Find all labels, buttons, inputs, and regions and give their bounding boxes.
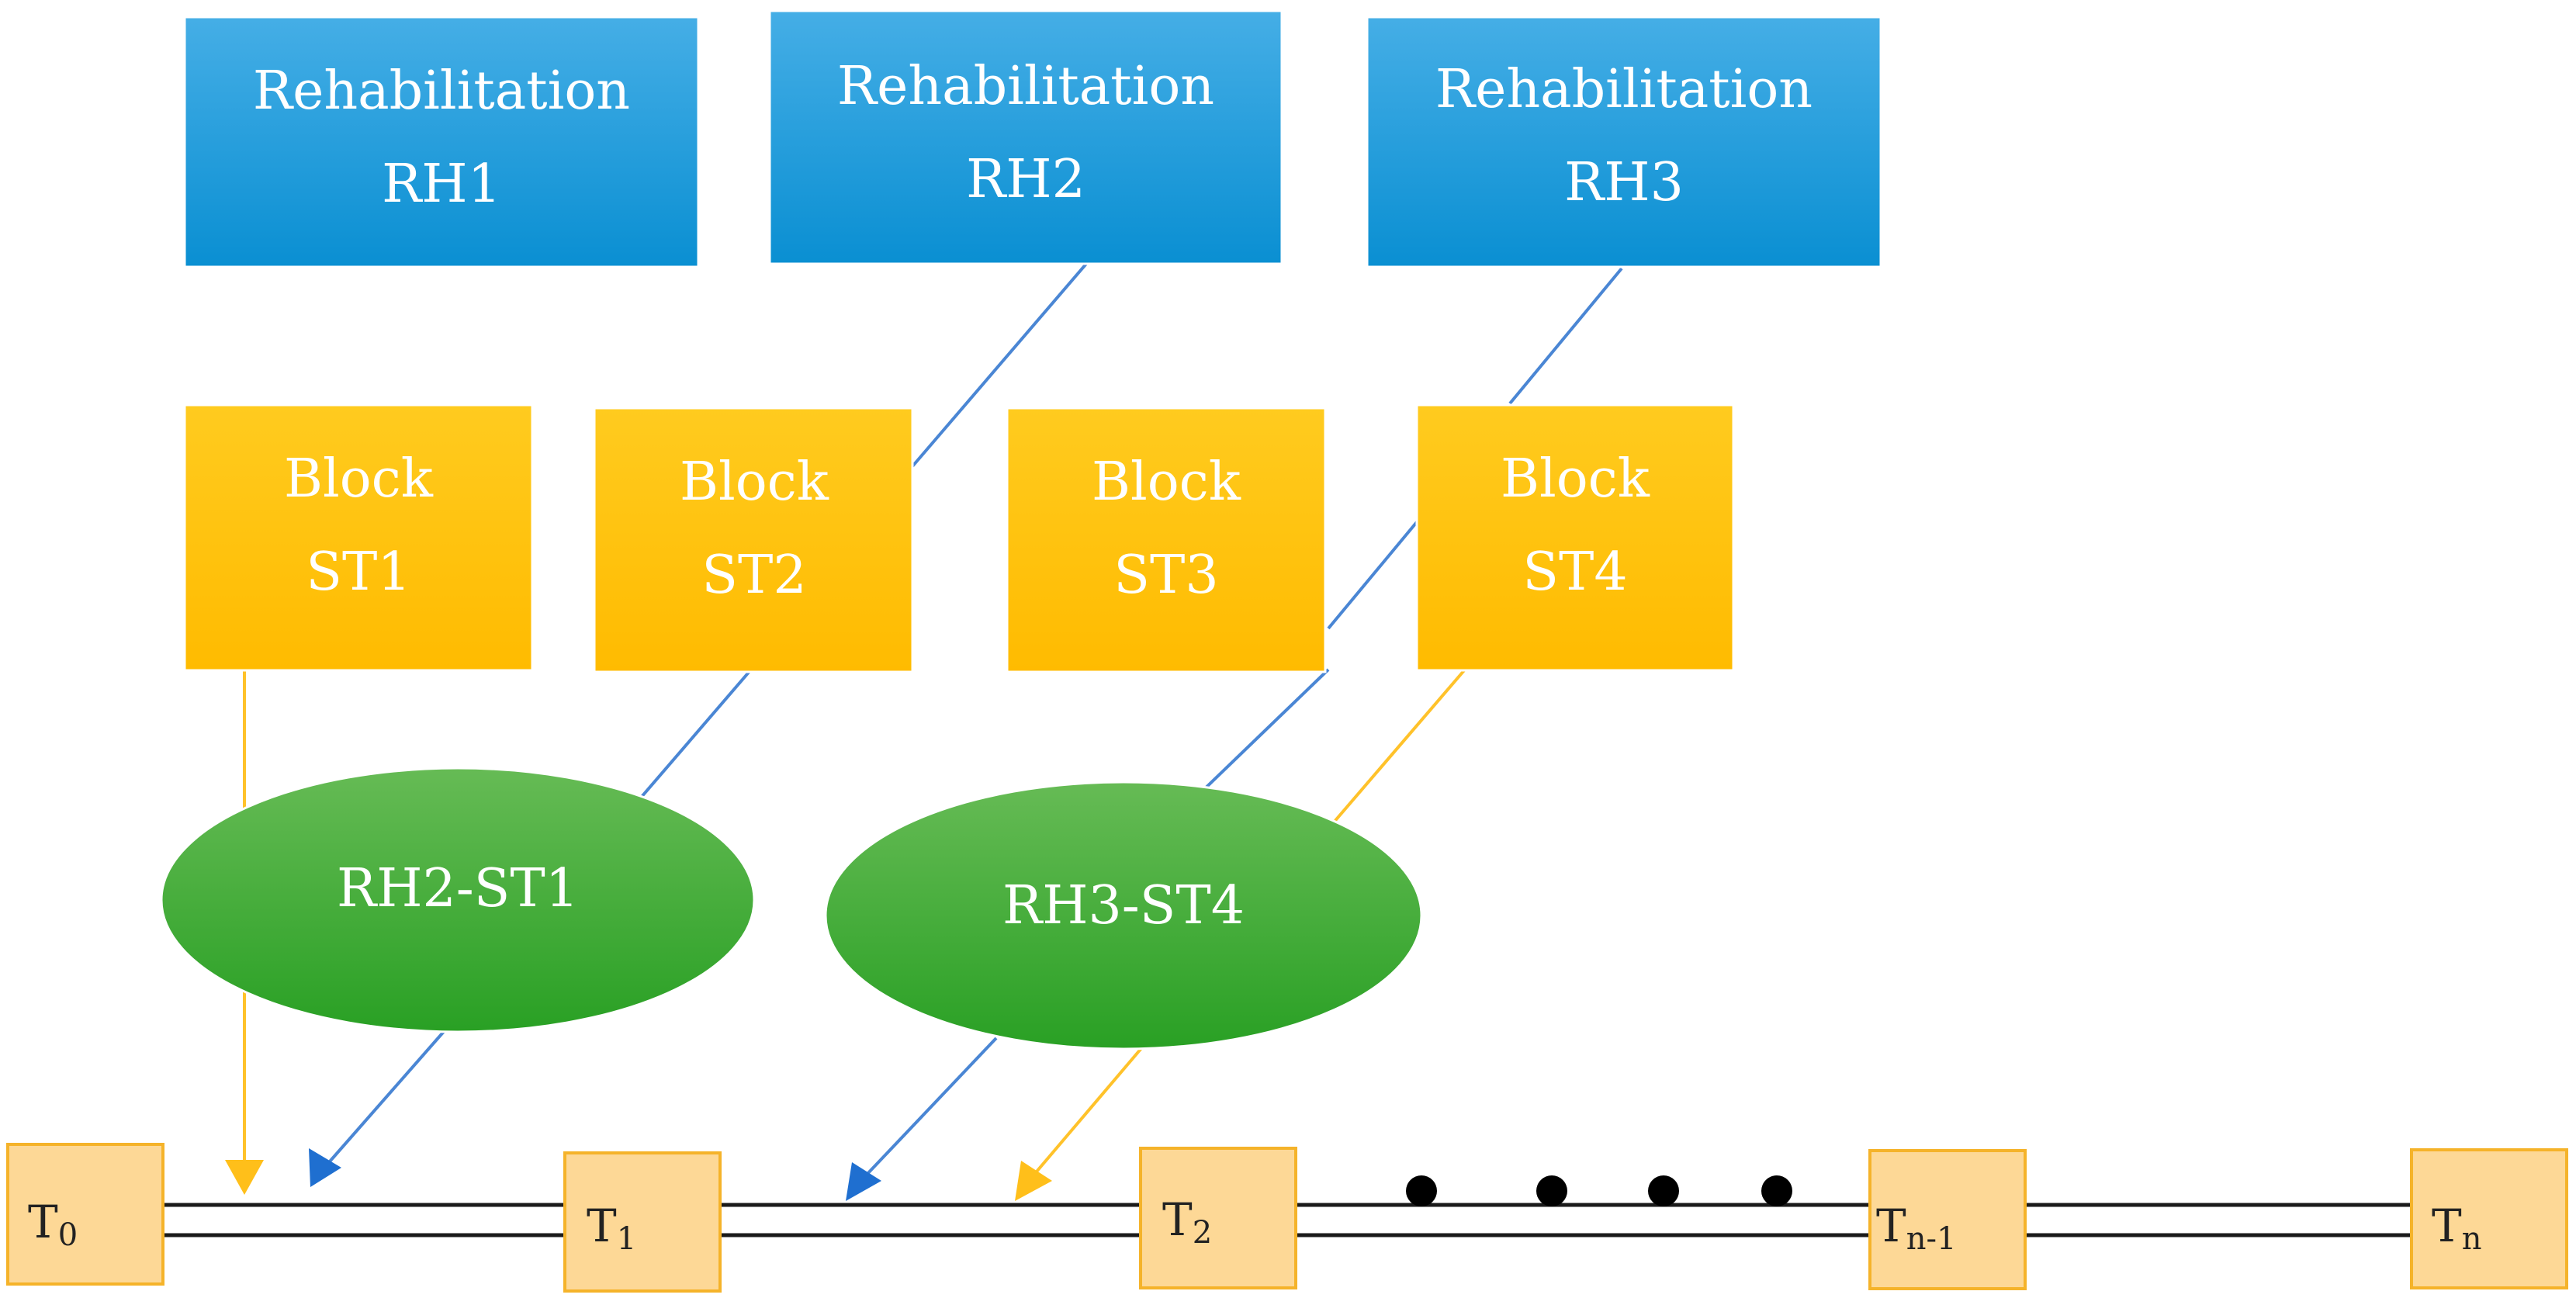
rh2-code: RH2 bbox=[966, 149, 1085, 210]
rehabilitation-block-rh2: Rehabilitation RH2 bbox=[768, 9, 1283, 265]
connectors bbox=[225, 262, 1623, 1201]
rh3-link-upper bbox=[1508, 267, 1623, 405]
st2-title: Block bbox=[680, 452, 829, 513]
tn-sub: n bbox=[2462, 1221, 2482, 1257]
st3-title: Block bbox=[1092, 452, 1241, 513]
t1-base: T bbox=[587, 1199, 617, 1252]
st2-link-middle bbox=[635, 668, 753, 805]
rh2-title: Rehabilitation bbox=[837, 56, 1214, 117]
tn-1-base: T bbox=[1876, 1199, 1906, 1252]
rh3-link-middle bbox=[1327, 517, 1421, 630]
station-block-st2: Block ST2 bbox=[593, 407, 914, 673]
rh3-title: Rehabilitation bbox=[1435, 59, 1813, 120]
st4-code: ST4 bbox=[1522, 542, 1627, 603]
st1-title: Block bbox=[284, 448, 434, 510]
st2-code: ST2 bbox=[701, 545, 806, 606]
timeline-ellipsis bbox=[1406, 1175, 1792, 1206]
t2-sub: 2 bbox=[1193, 1215, 1212, 1251]
blue-arrowhead-t1 bbox=[846, 1162, 881, 1201]
yellow-arrowhead-t0 bbox=[225, 1160, 264, 1195]
rh3-st4-yellow-to-timeline bbox=[1035, 1046, 1144, 1173]
rh2-st1-to-timeline-arrow bbox=[323, 1026, 448, 1169]
overlap-rh2-st1: RH2-ST1 bbox=[160, 767, 756, 1033]
station-block-st4: Block ST4 bbox=[1415, 403, 1735, 672]
time-node-tn-1: Tn-1 bbox=[1868, 1149, 2027, 1290]
overlap-rh3-st4: RH3-ST4 bbox=[824, 781, 1423, 1051]
st4-to-overlap-link bbox=[1327, 668, 1466, 830]
rh3-code: RH3 bbox=[1564, 152, 1684, 213]
ellipsis-dot bbox=[1536, 1175, 1567, 1206]
time-node-tn: Tn bbox=[2410, 1148, 2568, 1289]
t1-sub: 1 bbox=[617, 1221, 636, 1257]
blue-arrowhead-t0 bbox=[309, 1148, 341, 1187]
rehabilitation-block-rh1: Rehabilitation RH1 bbox=[183, 16, 700, 268]
rh3-st4-to-timeline-arrow bbox=[864, 1037, 998, 1177]
rh1-code: RH1 bbox=[382, 154, 501, 215]
st1-code: ST1 bbox=[306, 542, 410, 603]
svg-text:Tn: Tn bbox=[2432, 1199, 2481, 1257]
st4-title: Block bbox=[1501, 448, 1650, 510]
svg-text:T0: T0 bbox=[28, 1196, 78, 1253]
ellipsis-dot bbox=[1648, 1175, 1679, 1206]
station-block-st1: Block ST1 bbox=[183, 403, 534, 672]
tn-1-sub: n-1 bbox=[1906, 1221, 1957, 1257]
t2-base: T bbox=[1162, 1193, 1193, 1246]
tn-base: T bbox=[2432, 1199, 2462, 1252]
rh1-title: Rehabilitation bbox=[253, 61, 630, 122]
time-node-t0: T0 bbox=[6, 1143, 164, 1286]
ellipsis-dot bbox=[1406, 1175, 1437, 1206]
rehabilitation-block-rh3: Rehabilitation RH3 bbox=[1366, 16, 1882, 268]
svg-text:T1: T1 bbox=[587, 1199, 636, 1257]
station-block-st3: Block ST3 bbox=[1006, 407, 1327, 673]
ellipsis-dot bbox=[1761, 1175, 1792, 1206]
svg-text:Tn-1: Tn-1 bbox=[1876, 1199, 1956, 1257]
t0-base: T bbox=[28, 1196, 58, 1248]
yellow-arrowhead-t1 bbox=[1015, 1161, 1052, 1201]
time-node-t2: T2 bbox=[1139, 1147, 1297, 1289]
overlap-rh3-st4-label: RH3-ST4 bbox=[1002, 875, 1245, 936]
svg-text:T2: T2 bbox=[1162, 1193, 1212, 1251]
time-node-t1: T1 bbox=[563, 1151, 722, 1293]
t0-sub: 0 bbox=[58, 1217, 78, 1253]
rh2-link-upper bbox=[906, 262, 1088, 473]
st3-code: ST3 bbox=[1113, 545, 1218, 606]
overlap-rh2-st1-label: RH2-ST1 bbox=[337, 858, 579, 919]
